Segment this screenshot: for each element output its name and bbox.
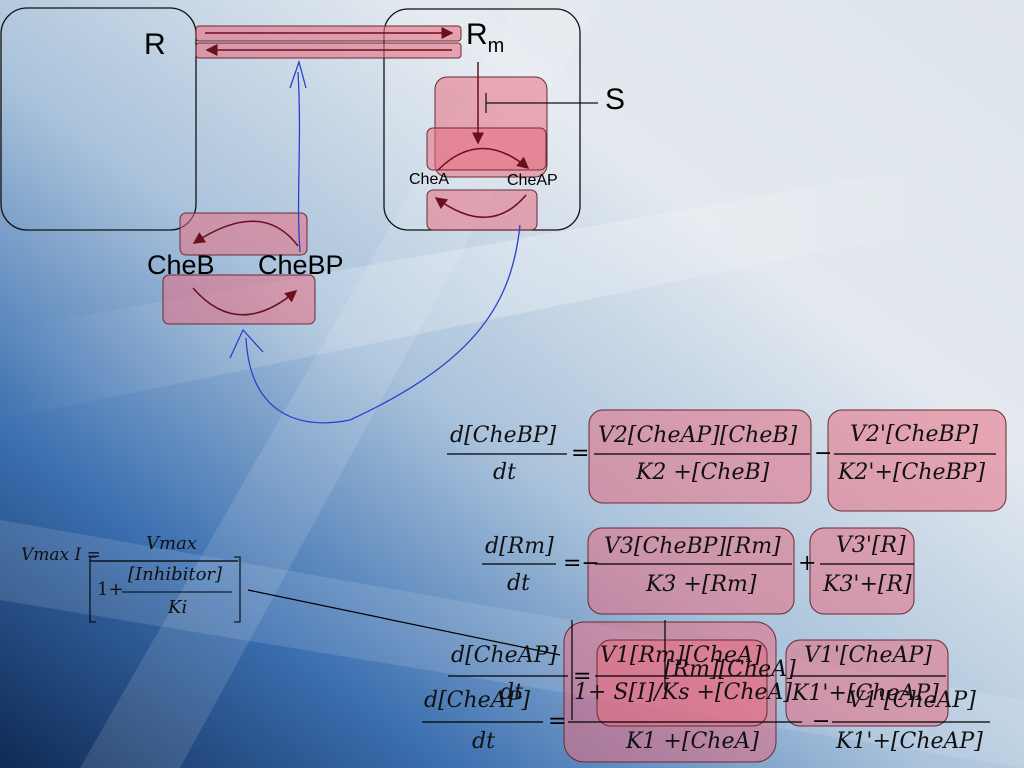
eq-rm-t2-num: V3'[R] — [836, 533, 906, 558]
chea-lower-box — [426, 189, 538, 231]
cheb-reverse-arc — [192, 220, 299, 247]
eq-cheBP-term2-box — [827, 409, 1007, 512]
cheb-lower-box — [162, 274, 316, 325]
eq-vmax-den-prefix: 1+ — [97, 579, 124, 600]
eq-cheAP-top-lhs-den: dt — [500, 680, 523, 705]
eq-cheBP-equals: = — [571, 441, 590, 466]
eq-cheAP-bottom-equals: = — [548, 709, 567, 734]
label-rm-sub: m — [487, 35, 505, 57]
eq-rm-op: + — [798, 551, 817, 576]
eq-vmax-inner-num: [Inhibitor] — [128, 564, 223, 585]
eq-cheAP-top-equals: = — [573, 664, 592, 689]
label-r: R — [144, 28, 166, 61]
eq-cheAP-bottom-op: − — [812, 709, 831, 734]
eq-cheAP-top-t1-den: 1+ S[I]/Ks +[CheA] — [574, 680, 792, 705]
chebp-to-demethylation-arrow — [297, 71, 301, 253]
eq-cheAP-top-mid: [Rm][CheA] — [664, 657, 796, 682]
eq-cheBP-op: − — [814, 441, 833, 466]
eq-cheBP-term1-box — [588, 409, 812, 504]
vmax-connector-line — [247, 589, 561, 656]
label-cheap: CheAP — [507, 172, 558, 189]
eq-vmax-inner-den: Ki — [168, 597, 188, 618]
eq-vmax-right-bracket — [234, 556, 241, 623]
eq-cheBP-lhs-den: dt — [493, 460, 516, 485]
eq-cheAP-top-t2-num: V1'[CheAP] — [804, 643, 932, 668]
label-rm: Rm — [466, 18, 504, 57]
eq-rm-equals: =− — [563, 551, 600, 576]
cheap-arrowhead — [229, 328, 264, 359]
eq-rm-t2-den: K3'+[R] — [823, 572, 912, 597]
eq-vmax-left-bracket — [89, 556, 96, 623]
cheb-upper-box — [179, 212, 308, 256]
cheap-to-cheb-arrow — [245, 224, 521, 424]
eq-cheBP-t1-den: K2 +[CheB] — [636, 460, 770, 485]
cheb-forward-arc — [192, 287, 298, 316]
eq-cheAP-bottom-t2-den: K1'+[CheAP] — [836, 729, 983, 754]
label-rm-base: R — [466, 18, 488, 51]
label-cheb: CheB — [147, 250, 215, 280]
eq-cheAP-bottom-lhs-den: dt — [472, 729, 495, 754]
eq-rm-lhs-den: dt — [507, 571, 530, 596]
eq-cheAP-inner-box — [596, 639, 768, 727]
label-s: S — [605, 83, 626, 116]
eq-cheAP-bottom-lhs-num: d[CheAP] — [424, 688, 530, 713]
eq-rm-term2-box — [809, 527, 915, 615]
eq-cheAP-term2-box — [785, 639, 949, 727]
chea-forward-arc — [437, 147, 530, 171]
eq-cheAP-top-lhs-num: d[CheAP] — [451, 643, 557, 668]
label-chebp: CheBP — [258, 250, 344, 280]
eq-cheAP-bottom-t2-num: V1'[CheAP] — [848, 688, 976, 713]
eq-cheAP-bottom-t1-den: K1 +[CheA] — [626, 729, 759, 754]
eq-cheBP-t2-num: V2'[CheBP] — [850, 422, 979, 447]
eq-cheBP-lhs-num: d[CheBP] — [450, 423, 557, 448]
chea-reverse-arc — [434, 194, 527, 218]
eq-cheBP-t1-num: V2[CheAP][CheB] — [598, 423, 798, 448]
eq-vmax-lhs: Vmax I = — [21, 545, 101, 565]
eq-rm-lhs-num: d[Rm] — [485, 534, 554, 559]
eq-cheBP-t2-den: K2'+[CheBP] — [838, 460, 986, 485]
eq-rm-t1-num: V3[CheBP][Rm] — [604, 534, 781, 559]
r-state-box — [0, 7, 197, 231]
eq-vmax-num: Vmax — [146, 533, 197, 554]
chebp-arrowhead — [289, 59, 307, 89]
label-chea: CheA — [409, 171, 450, 188]
eq-rm-term1-box — [587, 527, 795, 615]
eq-cheAP-top-t1-num: V1[Rm][CheA] — [600, 643, 762, 668]
eq-rm-t1-den: K3 +[Rm] — [646, 572, 757, 597]
eq-cheAP-top-t2-den: K1'+[CheAP] — [792, 681, 939, 706]
